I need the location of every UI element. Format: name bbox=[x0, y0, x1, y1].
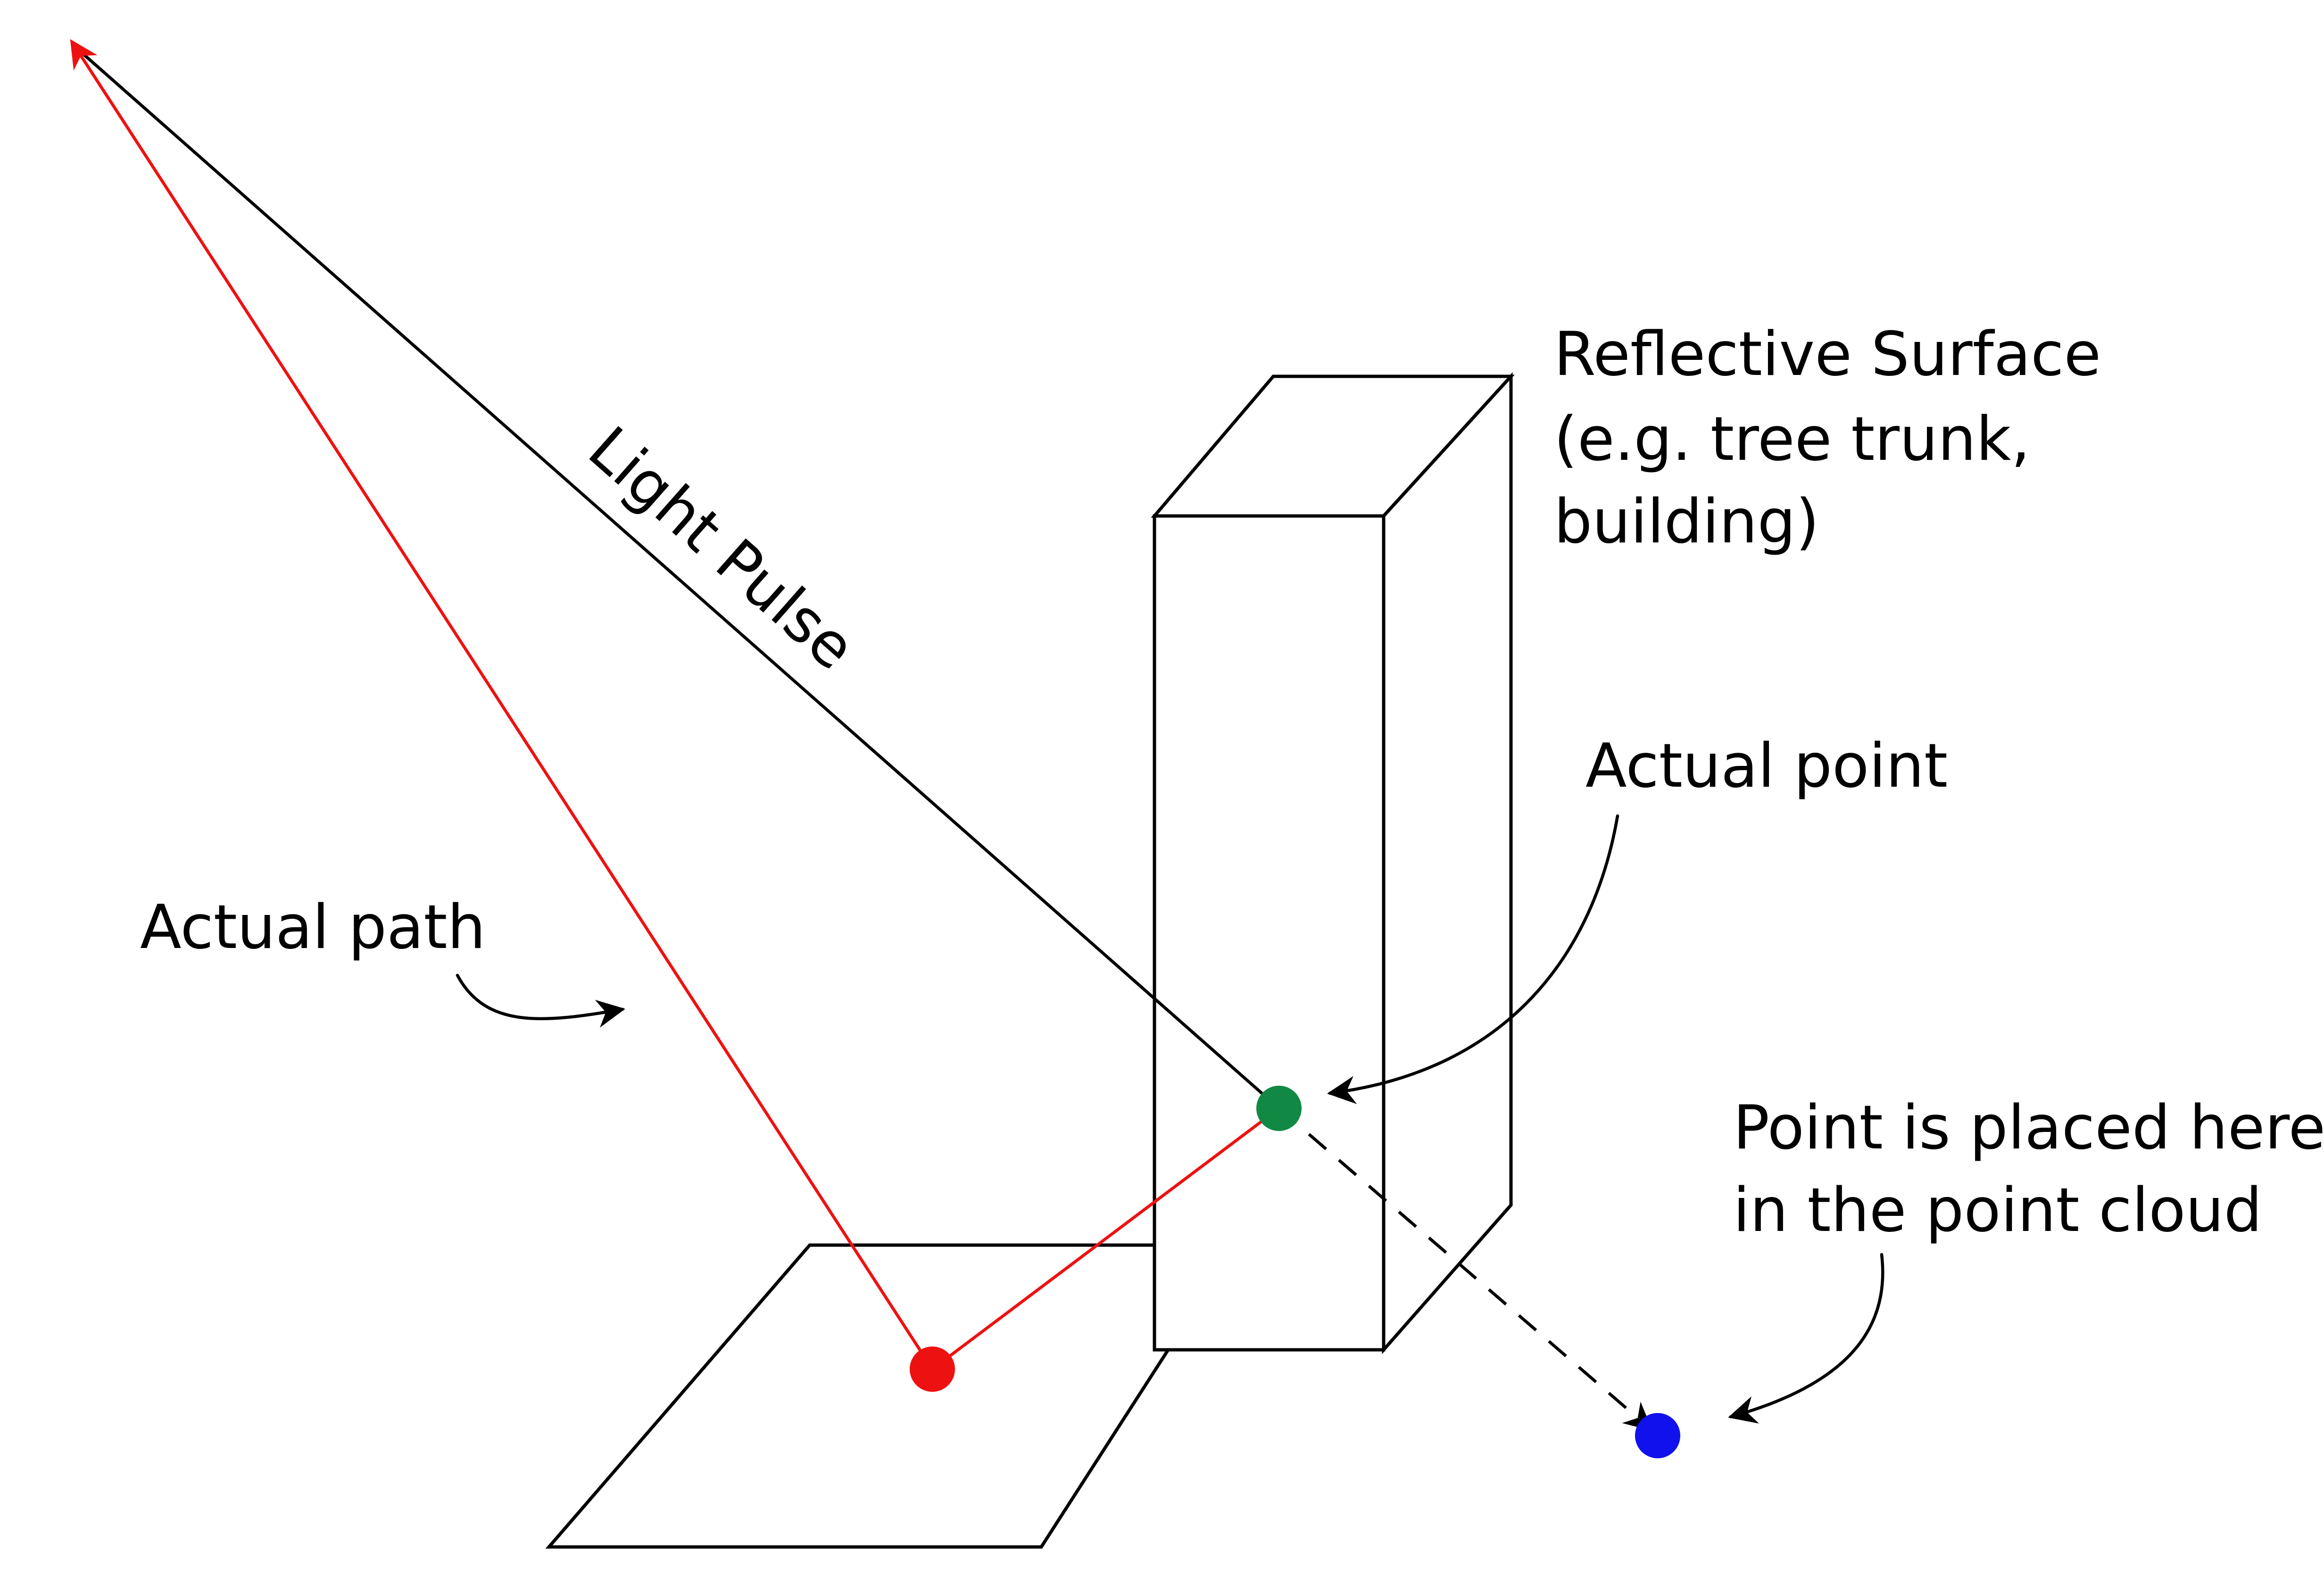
actual-path-return-line bbox=[70, 39, 934, 1370]
placed-point-label-line1: Point is placed here bbox=[1733, 1093, 2324, 1163]
actual-point-marker bbox=[1256, 1086, 1302, 1131]
light-pulse-line bbox=[74, 46, 1280, 1110]
ground-plane bbox=[545, 1243, 1239, 1549]
actual-point-pointer-arrow bbox=[1327, 814, 1619, 1104]
placed-point-label-line2: in the point cloud bbox=[1733, 1175, 2262, 1246]
reflective-surface-label-line3: building) bbox=[1554, 487, 1819, 557]
placed-point-pointer-arrow bbox=[1728, 1253, 1884, 1424]
ground-point bbox=[910, 1347, 955, 1392]
light-pulse-label: Light Pulse bbox=[575, 413, 868, 683]
actual-path-bounce-line bbox=[931, 1107, 1280, 1371]
box-front-face bbox=[1153, 514, 1386, 1352]
placed-point-marker bbox=[1635, 1413, 1680, 1458]
box-right-face bbox=[1382, 372, 1513, 1355]
reflective-surface-label-line1: Reflective Surface bbox=[1554, 319, 2101, 390]
actual-path-pointer-arrow bbox=[456, 973, 625, 1028]
actual-path-label: Actual path bbox=[140, 892, 486, 963]
actual-point-label: Actual point bbox=[1585, 731, 1948, 801]
reflective-surface-label-line2: (e.g. tree trunk, bbox=[1554, 404, 2030, 474]
projected-dashed-line bbox=[1278, 1107, 1653, 1431]
